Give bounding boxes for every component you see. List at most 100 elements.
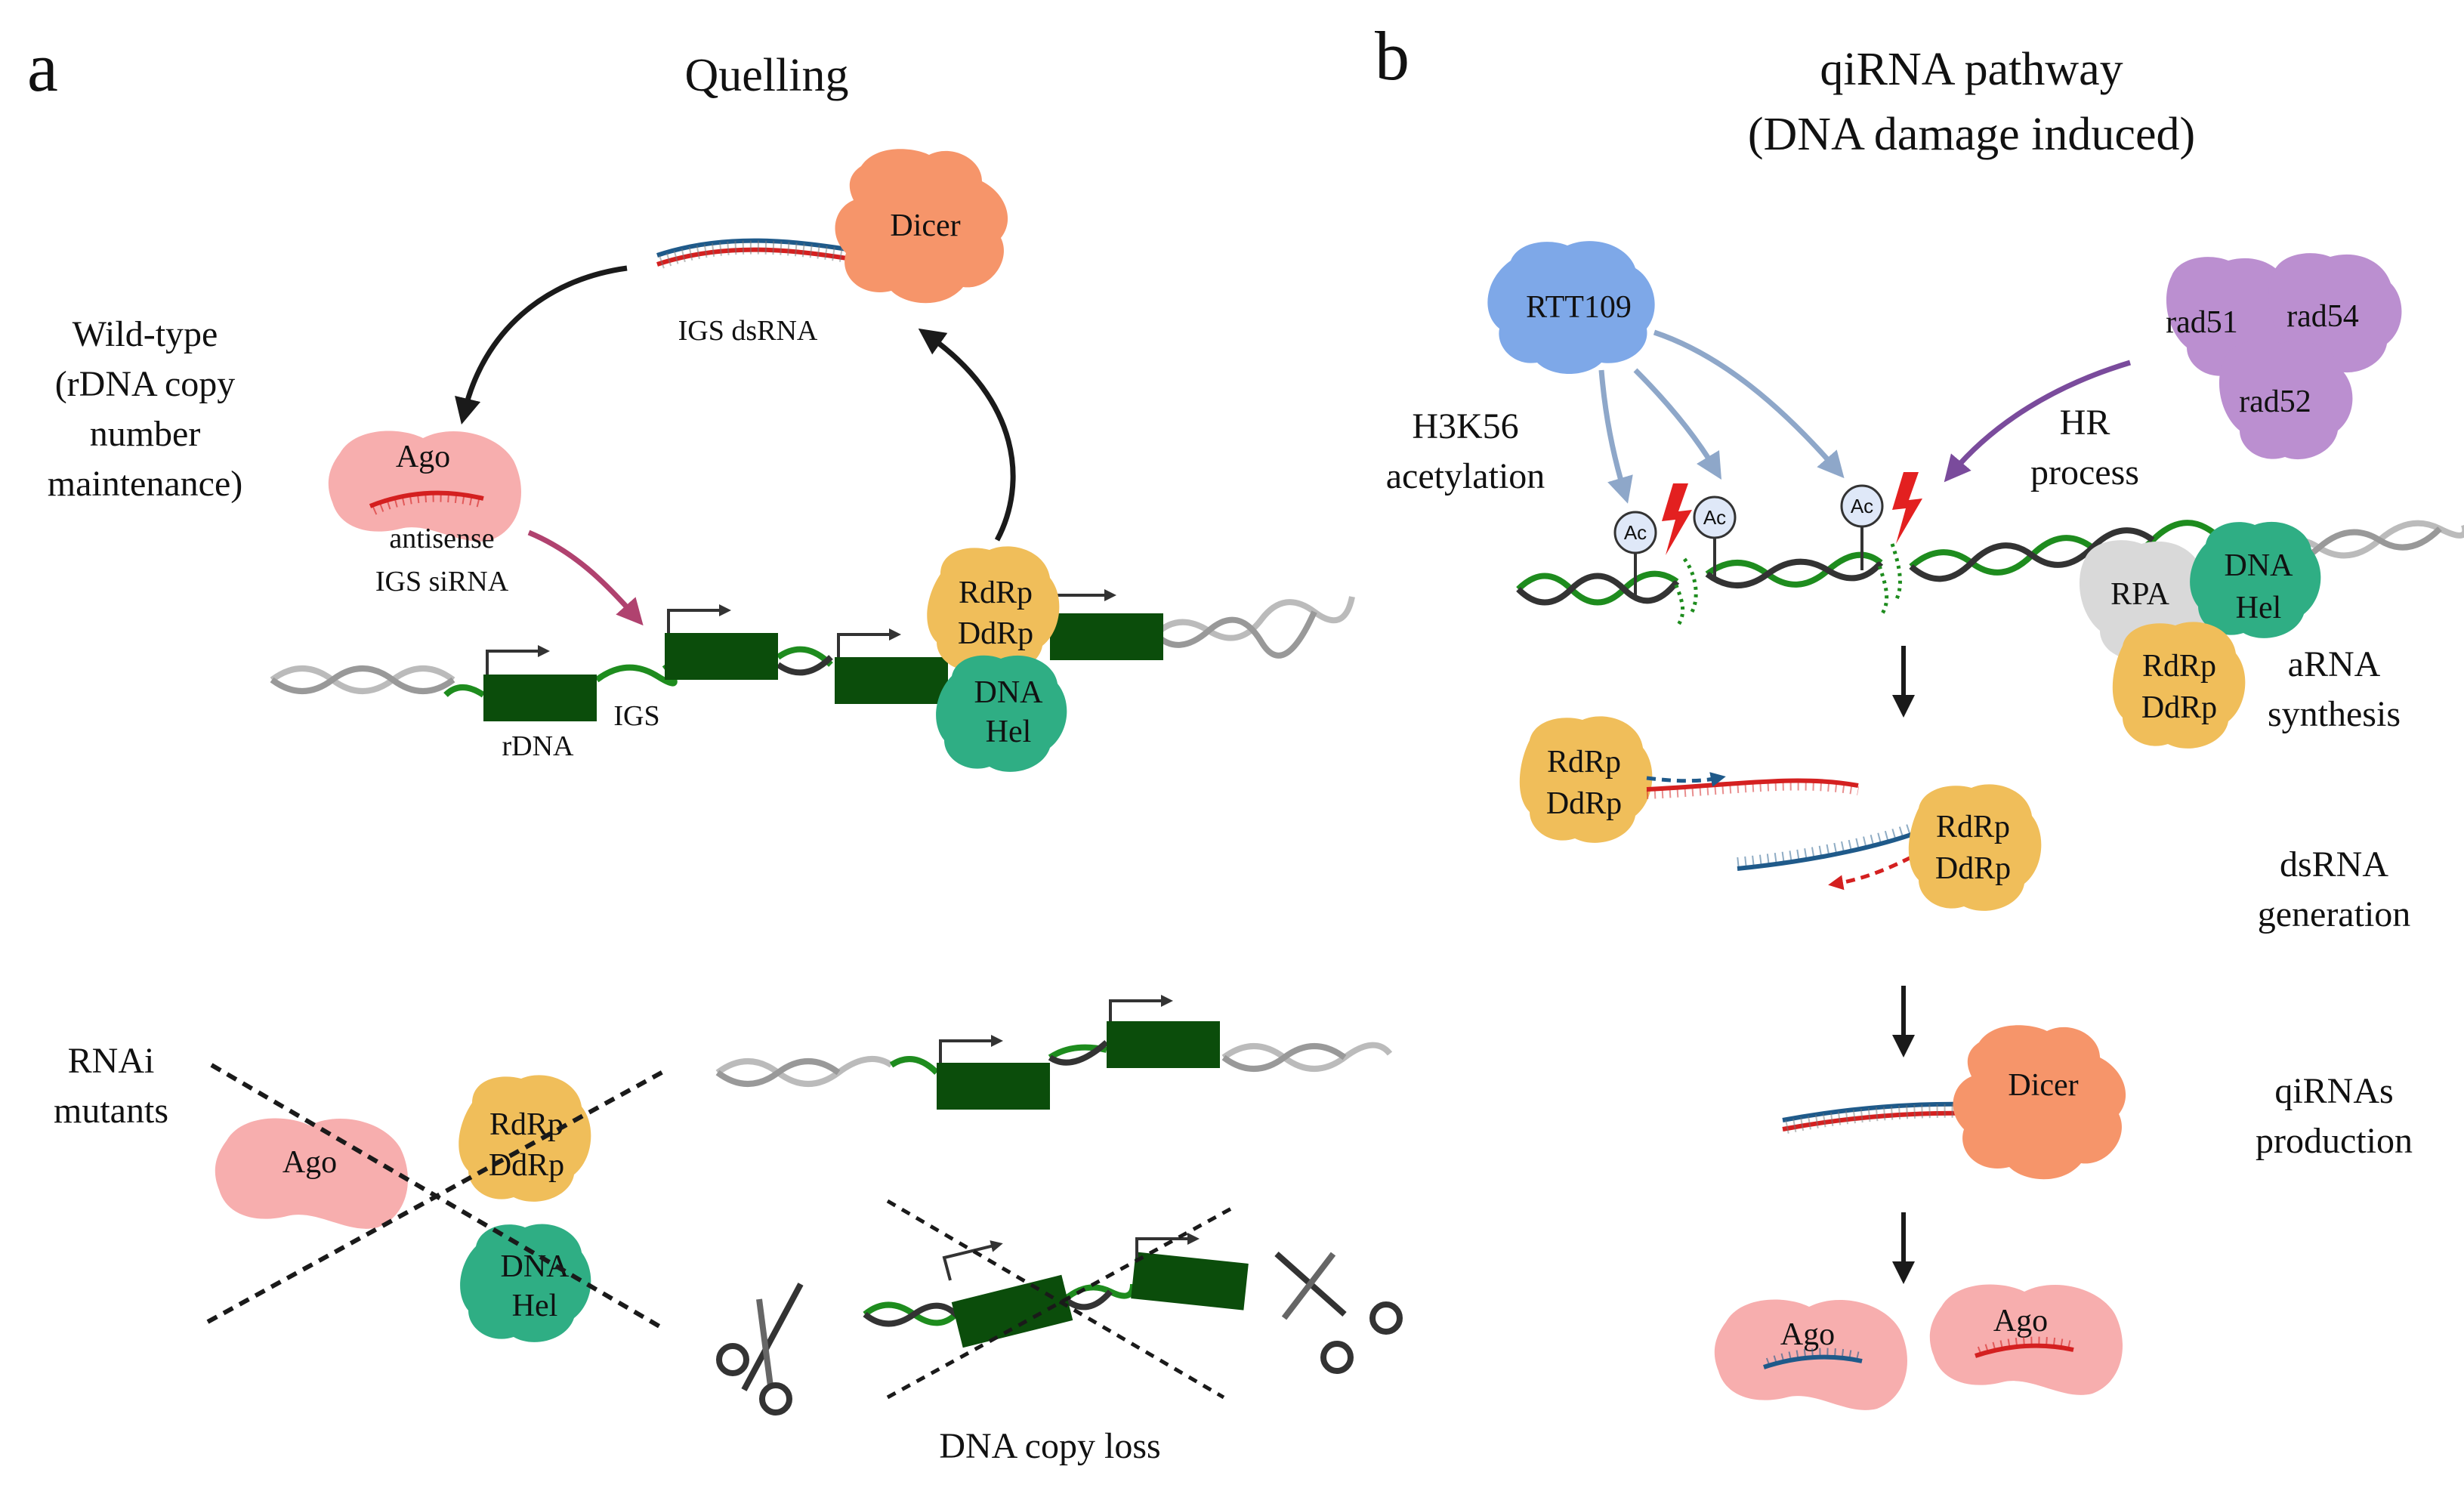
- rdrp-ddrp-protein-b3: RdRp DdRp: [1908, 784, 2042, 911]
- svg-text:qiRNAs: qiRNAs: [2274, 1071, 2393, 1111]
- wild-type-label: Wild-type (rDNA copy number maintenance): [48, 314, 243, 504]
- rnai-mutants-label: RNAi mutants: [54, 1041, 168, 1131]
- rad54-label: rad54: [2286, 299, 2359, 334]
- dna-hel-protein-wt: DNA Hel: [936, 655, 1067, 772]
- ddrp-b2-label: DdRp: [1546, 786, 1622, 821]
- rpa-label: RPA: [2110, 577, 2170, 612]
- ago-b1-label: Ago: [1780, 1317, 1835, 1352]
- svg-text:process: process: [2030, 452, 2139, 492]
- rdrp-b1-label: RdRp: [2142, 649, 2216, 684]
- panel-a-letter: a: [27, 29, 58, 106]
- rtt109-protein: RTT109: [1487, 241, 1655, 374]
- svg-text:maintenance): maintenance): [48, 464, 243, 504]
- scissors-icon: [1274, 1252, 1403, 1374]
- rad52-label: rad52: [2239, 384, 2311, 419]
- rdrp-ddrp-protein-mutant: RdRp DdRp: [459, 1075, 591, 1202]
- scissors-icon: [716, 1283, 804, 1416]
- svg-text:mutants: mutants: [54, 1091, 168, 1131]
- hel-wt-label: Hel: [986, 715, 1032, 749]
- rdna-locus-mutant-bottom: [863, 1199, 1249, 1400]
- ddrp-b1-label: DdRp: [2141, 690, 2217, 725]
- rdna-label: rDNA: [502, 730, 575, 762]
- ago-protein-b1: Ago: [1714, 1299, 1907, 1410]
- ago-protein-wt: Ago: [328, 431, 521, 542]
- svg-text:synthesis: synthesis: [2268, 694, 2401, 734]
- rdna-locus-mutant-top: [715, 995, 1393, 1110]
- ddrp-b3-label: DdRp: [1935, 851, 2011, 886]
- cross-line: [886, 1199, 1225, 1400]
- svg-text:Wild-type: Wild-type: [73, 314, 218, 354]
- dsrna-label: dsRNA generation: [2258, 844, 2411, 934]
- rdrp-mutant-label: RdRp: [489, 1107, 564, 1142]
- gene-box: [937, 1063, 1050, 1110]
- rad52-protein: rad52: [2219, 340, 2353, 460]
- panel-b: b qiRNA pathway (DNA damage induced) RTT…: [1375, 17, 2464, 1410]
- svg-text:H3K56: H3K56: [1412, 406, 1518, 446]
- rdrp-wt-label: RdRp: [959, 576, 1033, 610]
- antisense-label: antisense IGS siRNA: [375, 523, 509, 597]
- svg-text:Ac: Ac: [1703, 506, 1726, 529]
- gene-box: [1131, 1252, 1249, 1311]
- ago-wt-label: Ago: [396, 440, 450, 474]
- ago-mutant-label: Ago: [283, 1145, 337, 1180]
- hel-b-label: Hel: [2236, 591, 2282, 625]
- dicer-protein: Dicer: [835, 149, 1008, 304]
- svg-text:IGS siRNA: IGS siRNA: [375, 566, 509, 597]
- dicer-b-label: Dicer: [2008, 1068, 2078, 1103]
- svg-text:RNAi: RNAi: [68, 1041, 155, 1081]
- lightning-icon: [1662, 483, 1692, 555]
- h3k56-label: H3K56 acetylation: [1386, 406, 1545, 496]
- qirnas-label: qiRNAs production: [2256, 1071, 2413, 1161]
- hel-mutant-label: Hel: [512, 1289, 558, 1323]
- svg-text:number: number: [90, 414, 201, 454]
- lightning-icon: [1892, 472, 1922, 544]
- svg-text:(rDNA copy: (rDNA copy: [55, 364, 236, 404]
- svg-text:generation: generation: [2258, 894, 2411, 934]
- dna-wt-label: DNA: [974, 675, 1044, 710]
- gene-box: [665, 633, 778, 680]
- dashed-arrow: [1828, 855, 1913, 891]
- arrow-rtt109-ac3: [1653, 329, 1845, 479]
- rad51-label: rad51: [2166, 305, 2238, 340]
- svg-text:aRNA: aRNA: [2288, 644, 2381, 684]
- gene-box: [1107, 1021, 1220, 1068]
- gene-box: [951, 1274, 1073, 1348]
- panel-a: a Quelling Wild-type (rDNA copy number m…: [27, 29, 1403, 1466]
- svg-text:Ac: Ac: [1851, 495, 1873, 517]
- gene-box: [1050, 613, 1163, 660]
- arrow-rtt109-ac1: [1598, 369, 1633, 504]
- acetyl-marker: Ac: [1693, 496, 1737, 582]
- panel-a-title: Quelling: [685, 50, 849, 101]
- ddrp-wt-label: DdRp: [958, 616, 1033, 651]
- svg-text:production: production: [2256, 1121, 2413, 1161]
- rtt109-label: RTT109: [1526, 290, 1632, 325]
- gene-box: [835, 657, 948, 704]
- arrow-rad-to-dna: [1944, 360, 2132, 483]
- rdna-locus-wt: rDNA IGS: [270, 589, 1355, 762]
- acetyl-marker: Ac: [1613, 511, 1657, 597]
- arna-strand: [1646, 778, 1859, 792]
- rdrp-b3-label: RdRp: [1936, 810, 2010, 844]
- rdrp-ddrp-protein-wt: RdRp DdRp: [927, 546, 1060, 673]
- arrow-dicer-to-ago: [455, 265, 628, 425]
- dna-hel-protein-b: DNA Hel: [2190, 521, 2321, 638]
- rdrp-ddrp-protein-b2: RdRp DdRp: [1519, 716, 1653, 843]
- svg-text:dsRNA: dsRNA: [2280, 844, 2388, 885]
- arrow-rtt109-ac2: [1633, 368, 1722, 480]
- svg-text:antisense: antisense: [389, 523, 494, 554]
- arrow-rdrp-to-dicer: [918, 328, 1016, 542]
- svg-text:Ac: Ac: [1624, 521, 1647, 544]
- cross-line: [206, 1067, 670, 1324]
- ago-b2-label: Ago: [1993, 1304, 2048, 1338]
- svg-text:HR: HR: [2060, 403, 2110, 443]
- gene-box: [483, 675, 597, 721]
- hr-label: HR process: [2030, 403, 2139, 492]
- dicer-label: Dicer: [890, 208, 960, 243]
- panel-b-letter: b: [1375, 17, 1410, 94]
- rdrp-b2-label: RdRp: [1547, 745, 1621, 780]
- ago-protein-mutant: Ago: [215, 1118, 408, 1229]
- dna-copy-loss-label: DNA copy loss: [939, 1426, 1160, 1466]
- svg-text:acetylation: acetylation: [1386, 456, 1545, 496]
- panel-b-title-line1: qiRNA pathway: [1820, 44, 2123, 95]
